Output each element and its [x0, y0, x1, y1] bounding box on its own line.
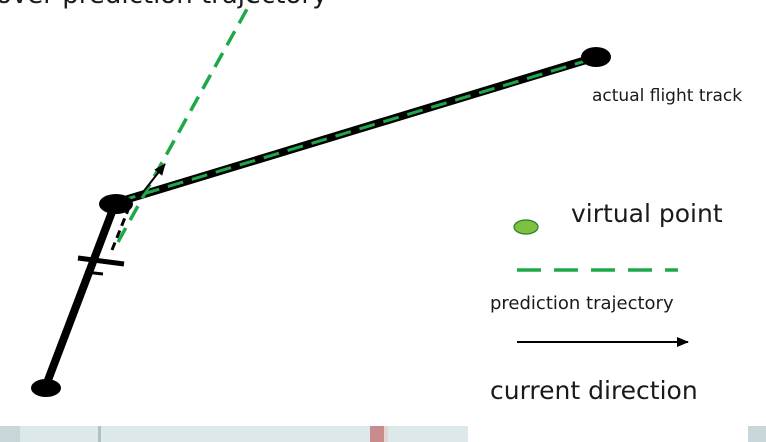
aircraft-icon [77, 255, 125, 276]
track-node-start [31, 379, 61, 397]
track-dash-extension [110, 209, 130, 251]
track-node-turn [99, 194, 133, 214]
actual-flight-track-line [111, 53, 600, 207]
actual-flight-track-label: actual flight track [592, 86, 743, 106]
actual-flight-track-prediction-overlay [119, 57, 593, 203]
top-caption: over prediction trajectory [0, 0, 327, 10]
prediction-trajectory-line [116, 0, 254, 243]
track-segment-lower [41, 200, 119, 392]
legend-current-direction-label: current direction [490, 376, 698, 405]
bottom-image-strip [0, 426, 766, 442]
legend-virtual-point-icon [513, 219, 539, 235]
legend-virtual-point-label: virtual point [571, 199, 723, 228]
current-direction-arrow [139, 163, 166, 197]
legend-prediction-trajectory-label: prediction trajectory [490, 293, 674, 314]
track-node-end [581, 47, 611, 67]
